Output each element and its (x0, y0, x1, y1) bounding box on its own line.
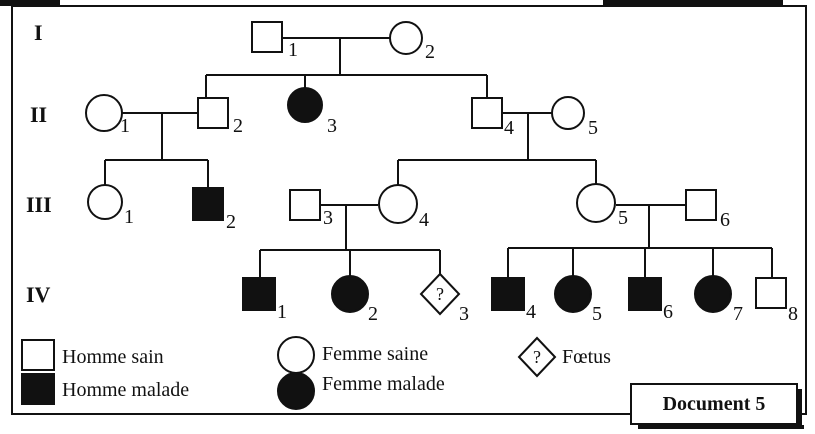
num-IV5: 5 (592, 303, 602, 325)
document-label-box: Document 5 (630, 383, 804, 429)
top-edge-rule-left (0, 0, 60, 6)
III2-affected-male (192, 187, 224, 221)
legend-fetus-symbol (517, 336, 557, 378)
num-III6: 6 (720, 209, 730, 231)
IV4-affected-male (491, 277, 525, 311)
II5-healthy-female (551, 96, 585, 130)
num-I2: 2 (425, 41, 435, 63)
II4-healthy-male (471, 97, 503, 129)
num-IV6: 6 (663, 301, 673, 323)
generation-label-I: I (34, 20, 43, 45)
legend-affected-male-label: Homme malade (62, 379, 189, 401)
top-edge-rule-right (603, 0, 783, 6)
II3-affected-female (287, 87, 323, 123)
num-I1: 1 (288, 39, 298, 61)
IV6-affected-male (628, 277, 662, 311)
III3-healthy-male (289, 189, 321, 221)
legend-affected-female-label: Femme malade (322, 373, 445, 395)
III4-healthy-female (378, 184, 418, 224)
num-III1: 1 (124, 206, 134, 228)
pedigree-lines (104, 37, 773, 278)
legend-fetus-question-mark: ? (533, 347, 541, 367)
generation-label-II: II (30, 102, 47, 127)
legend-affected-female-symbol (277, 372, 315, 410)
IV8-healthy-male (755, 277, 787, 309)
generation-label-III: III (26, 192, 52, 217)
legend-healthy-male-label: Homme sain (62, 346, 164, 368)
legend-healthy-male-symbol (21, 339, 55, 371)
III6-healthy-male (685, 189, 717, 221)
num-IV3: 3 (459, 303, 469, 325)
num-III4: 4 (419, 209, 429, 231)
num-IV2: 2 (368, 303, 378, 325)
legend-fetus-label: Fœtus (562, 346, 611, 368)
num-IV1: 1 (277, 301, 287, 323)
num-III2: 2 (226, 211, 236, 233)
individual-numbers: 1 2 1 2 3 4 5 1 2 3 4 5 6 1 2 3 4 5 6 7 … (120, 39, 798, 325)
III1-healthy-female (87, 184, 123, 220)
IV2-affected-female (331, 275, 369, 313)
num-II3: 3 (327, 115, 337, 137)
num-IV7: 7 (733, 303, 743, 325)
IV3-fetus (419, 272, 461, 316)
generation-label-IV: IV (26, 282, 51, 307)
num-III5: 5 (618, 207, 628, 229)
document-label: Document 5 (662, 392, 766, 415)
num-II2: 2 (233, 115, 243, 137)
legend-healthy-female-symbol (277, 336, 315, 374)
num-II1: 1 (120, 115, 130, 137)
num-IV8: 8 (788, 303, 798, 325)
pedigree-symbols (21, 21, 787, 410)
legend-affected-male-symbol (21, 373, 55, 405)
I2-healthy-female (389, 21, 423, 55)
III5-healthy-female (576, 183, 616, 223)
num-III3: 3 (323, 207, 333, 229)
document-frame (11, 5, 807, 415)
num-II4: 4 (504, 117, 514, 139)
II2-healthy-male (197, 97, 229, 129)
IV7-affected-female (694, 275, 732, 313)
IV1-affected-male (242, 277, 276, 311)
legend-healthy-female-label: Femme saine (322, 343, 428, 365)
IV5-affected-female (554, 275, 592, 313)
I1-healthy-male (251, 21, 283, 53)
num-IV4: 4 (526, 301, 536, 323)
fetus-question-mark: ? (436, 284, 444, 304)
II1-healthy-female (85, 94, 123, 132)
num-II5: 5 (588, 117, 598, 139)
